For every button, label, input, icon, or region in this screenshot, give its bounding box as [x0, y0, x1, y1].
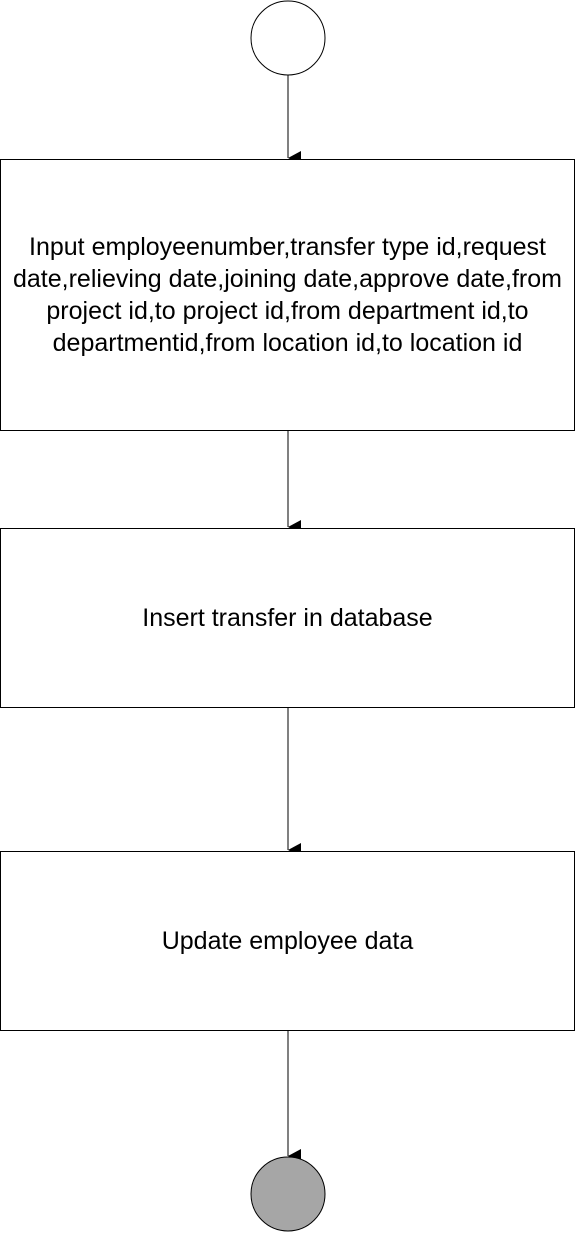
start-node	[250, 0, 326, 76]
action-insert-transfer-label: Insert transfer in database	[142, 604, 433, 632]
end-node	[250, 1156, 326, 1232]
action-insert-transfer: Insert transfer in database	[0, 528, 575, 708]
action-update-employee: Update employee data	[0, 851, 575, 1031]
action-update-employee-label: Update employee data	[161, 927, 414, 955]
action-input-transfer-details: Input employeenumber,transfer type id,re…	[0, 159, 575, 431]
action-input-transfer-details-label: Input employeenumber,transfer type id,re…	[13, 233, 562, 357]
